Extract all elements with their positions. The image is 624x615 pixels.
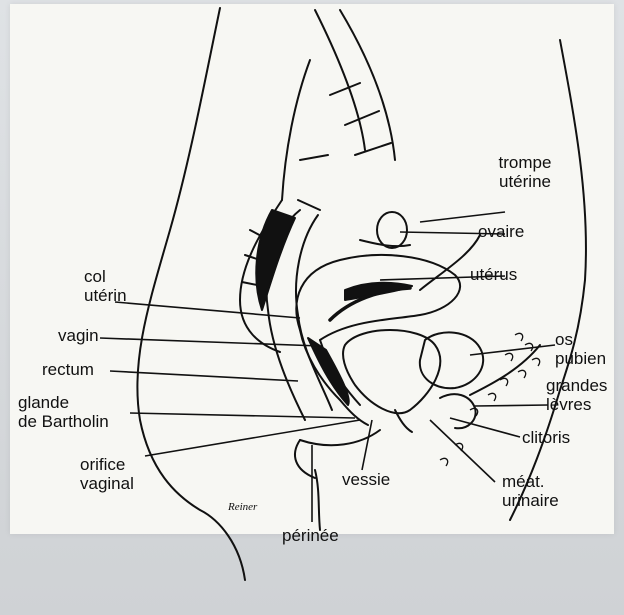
label-orifice-vaginal: orifice vaginal bbox=[80, 455, 134, 493]
label-grandes-levres: grandes lèvres bbox=[546, 376, 607, 414]
label-ovaire: ovaire bbox=[478, 222, 524, 241]
label-glande-bartholin: glande de Bartholin bbox=[18, 393, 109, 431]
label-clitoris: clitoris bbox=[522, 428, 570, 447]
label-meat: méat. bbox=[502, 472, 559, 491]
body-outline-back bbox=[137, 8, 245, 580]
label-trompe-uterine: trompe utérine bbox=[475, 153, 575, 191]
uterine-cavity bbox=[345, 283, 412, 300]
label-os: os bbox=[555, 330, 606, 349]
label-levres: lèvres bbox=[546, 395, 607, 414]
label-col-uterin: col utérin bbox=[84, 267, 127, 305]
label-vagin: vagin bbox=[58, 326, 99, 345]
ovary bbox=[377, 212, 407, 248]
label-col: col bbox=[84, 267, 127, 286]
label-rectum: rectum bbox=[42, 360, 94, 379]
label-pubien: pubien bbox=[555, 349, 606, 368]
label-meat-urinaire: méat. urinaire bbox=[502, 472, 559, 510]
label-grandes: grandes bbox=[546, 376, 607, 395]
artist-signature: Reiner bbox=[228, 498, 257, 517]
label-uterine: utérine bbox=[475, 172, 575, 191]
spine-line bbox=[315, 10, 365, 150]
uterus-outline bbox=[296, 255, 460, 340]
rectum-lumen bbox=[256, 210, 295, 310]
label-vaginal: vaginal bbox=[80, 474, 134, 493]
label-orifice: orifice bbox=[80, 455, 134, 474]
label-uterin: utérin bbox=[84, 286, 127, 305]
label-de-bartholin: de Bartholin bbox=[18, 412, 109, 431]
label-uterus: utérus bbox=[470, 265, 517, 284]
label-vessie: vessie bbox=[342, 470, 390, 489]
perineum-line bbox=[315, 470, 320, 530]
label-urinaire: urinaire bbox=[502, 491, 559, 510]
label-os-pubien: os pubien bbox=[555, 330, 606, 368]
label-glande: glande bbox=[18, 393, 109, 412]
label-perinee: périnée bbox=[282, 526, 339, 545]
label-trompe: trompe bbox=[475, 153, 575, 172]
bladder-outline bbox=[343, 330, 440, 413]
body-outline-front bbox=[510, 40, 586, 520]
